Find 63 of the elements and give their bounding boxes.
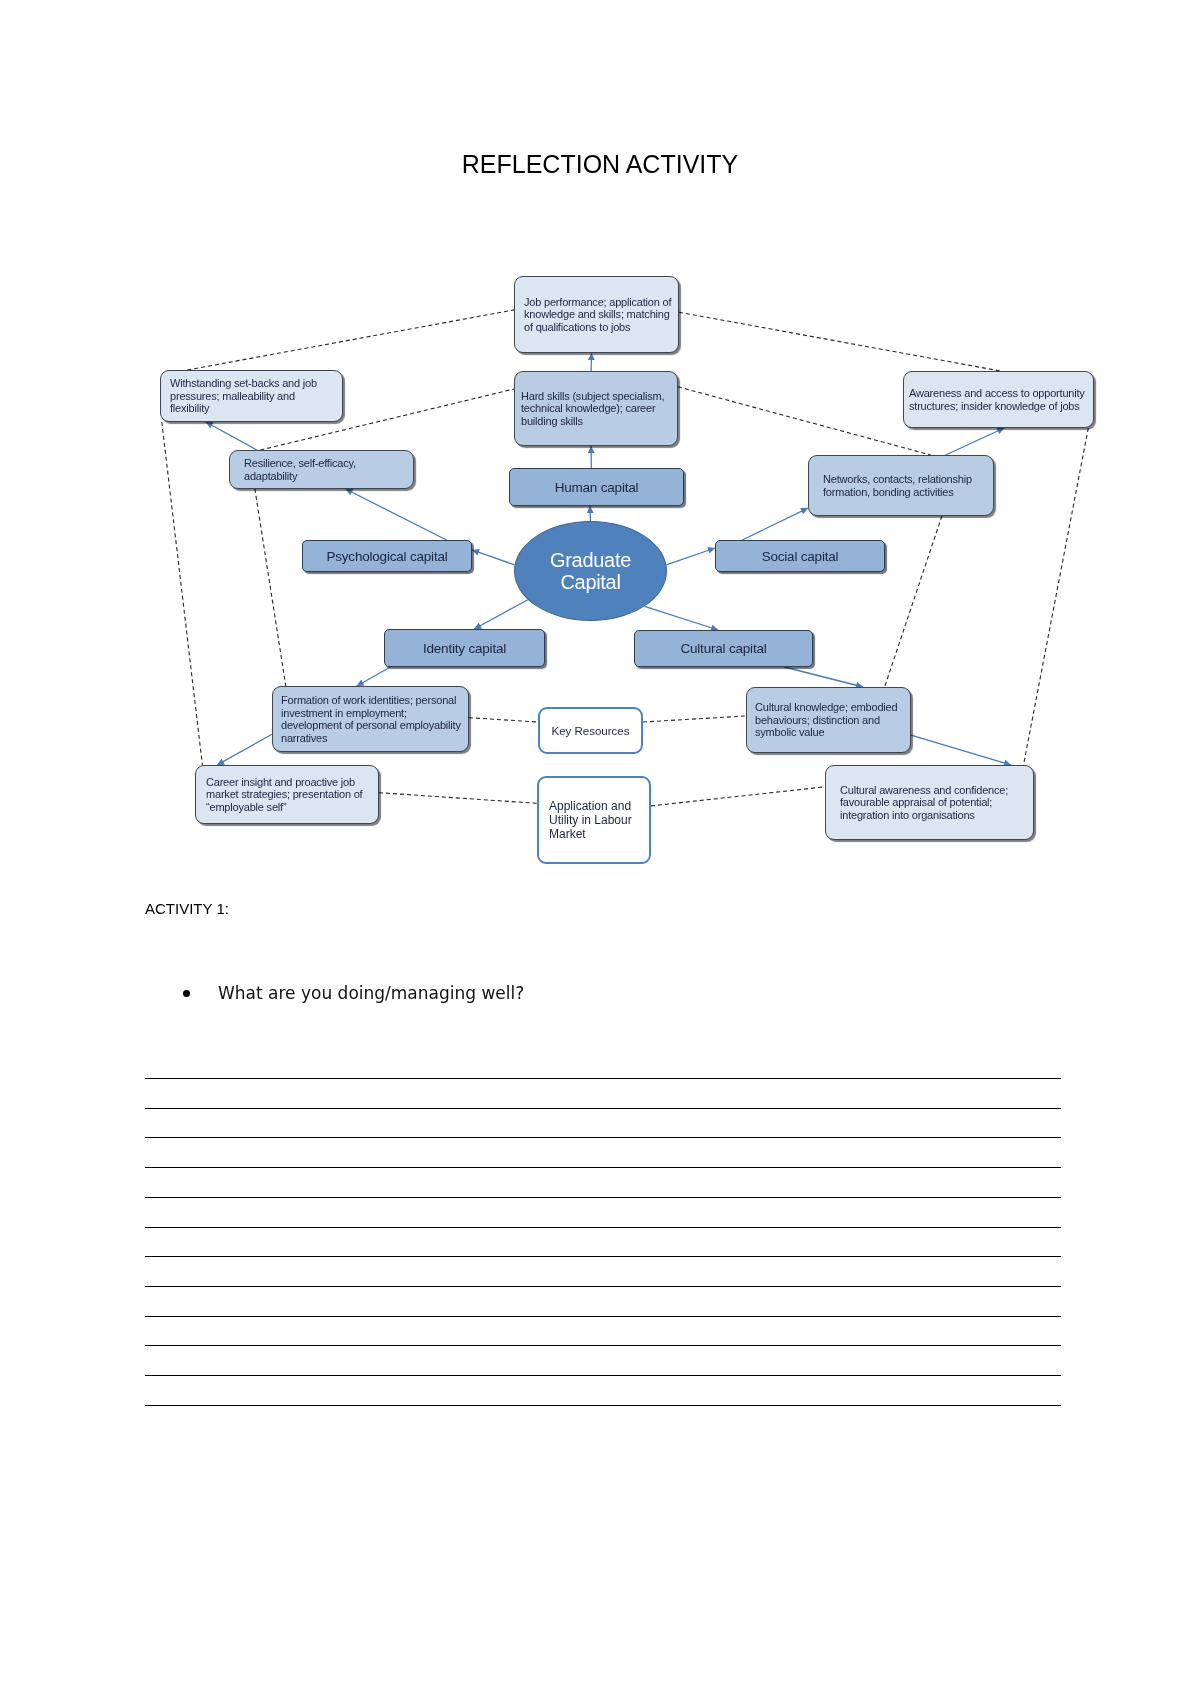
description-text: Cultural awareness and confidence; favourable appraisal of potential; integration into organisations <box>840 783 1010 822</box>
arrow <box>344 488 448 541</box>
arrow <box>587 352 595 372</box>
arrow <box>586 505 594 522</box>
description-text: Job performance; application of knowledge and skills; matching of qualifications to jobs <box>524 295 673 334</box>
description-text: Networks, contacts, relationship formation, bonding activities <box>823 473 973 498</box>
attribute-box <box>272 686 469 752</box>
dashed-line <box>378 792 538 804</box>
outcome-box <box>903 371 1094 428</box>
dashed-line <box>642 715 747 723</box>
dashed-line <box>259 388 515 451</box>
attribute-box <box>746 687 911 753</box>
category-label: Application and Utility in Labour Market <box>549 799 633 841</box>
arrow <box>356 666 392 687</box>
dashed-line <box>884 515 943 688</box>
capital-label: Social capital <box>760 548 840 564</box>
outcome-box <box>195 765 379 824</box>
dashed-line <box>678 311 1001 372</box>
description-text: Hard skills (subject specialism, technical knowledge); career building skills <box>521 389 666 428</box>
outcome-box <box>160 370 343 422</box>
dashed-line <box>161 421 203 766</box>
dashed-line <box>186 309 515 371</box>
capital-box <box>384 629 545 667</box>
dashed-line <box>254 488 287 687</box>
dashed-line <box>468 717 539 723</box>
center-label: Graduate Capital <box>549 549 632 593</box>
outcome-box <box>825 765 1034 840</box>
arrow <box>205 421 258 451</box>
description-text: Resilience, self-efficacy, adaptability <box>244 457 357 482</box>
description-text: Career insight and proactive job market strategies; presentation of “employable self” <box>206 775 364 814</box>
description-text: Withstanding set-backs and job pressures; malleability and flexibility <box>170 377 318 415</box>
arrow <box>665 547 716 566</box>
attribute-box <box>229 450 414 489</box>
capital-box <box>634 630 813 667</box>
capital-label: Human capital <box>553 479 640 495</box>
arrow <box>471 548 516 566</box>
capital-label: Psychological capital <box>325 548 449 564</box>
capital-box <box>715 540 885 572</box>
category-label: Key Resources <box>550 724 631 737</box>
arrow <box>473 599 529 630</box>
capital-label: Identity capital <box>421 640 508 656</box>
question-text: What are you doing/managing well? <box>218 983 525 1003</box>
arrow <box>783 666 864 689</box>
section-heading: ACTIVITY 1: <box>145 900 229 917</box>
arrow <box>910 734 1012 767</box>
outcome-box <box>514 276 679 353</box>
arrow <box>741 507 809 541</box>
description-text: Awareness and access to opportunity structures; insider knowledge of jobs <box>909 387 1086 412</box>
description-text: Cultural knowledge; embodied behaviours; distinction and symbolic value <box>755 701 899 739</box>
arrow <box>216 733 273 766</box>
capital-label: Cultural capital <box>679 641 768 656</box>
page-title: REFLECTION ACTIVITY <box>461 150 739 179</box>
dashed-line <box>677 386 932 456</box>
arrow <box>587 445 595 469</box>
capital-box <box>509 468 684 506</box>
arrow <box>643 605 719 632</box>
category-box <box>537 776 651 864</box>
arrow <box>944 427 1005 456</box>
capital-box <box>302 540 472 572</box>
attribute-box <box>808 455 994 516</box>
category-box <box>538 707 643 754</box>
description-text: Formation of work identities; personal investment in employment; development of personal employability narratives <box>281 694 462 744</box>
attribute-box <box>514 371 678 446</box>
